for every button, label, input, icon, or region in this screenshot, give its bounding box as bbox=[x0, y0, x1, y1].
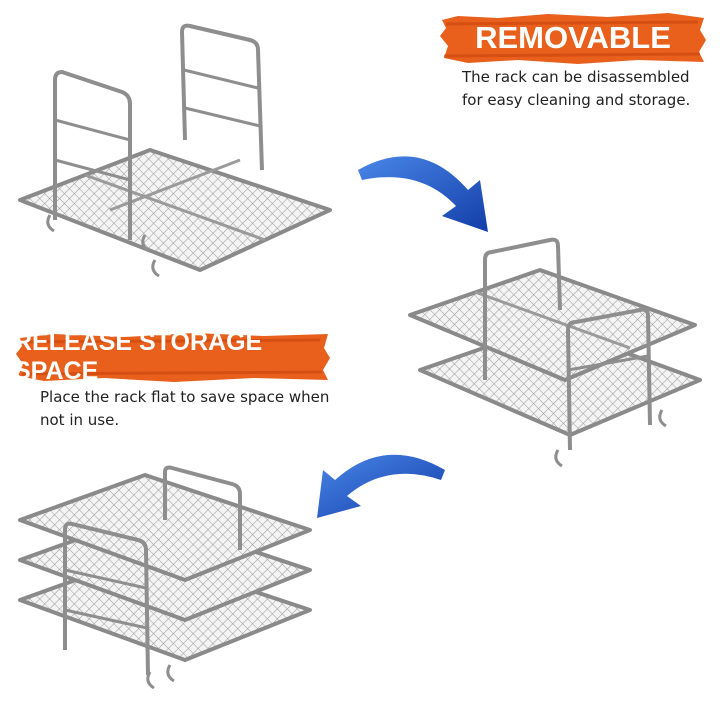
removable-caption: The rack can be disassembled for easy cl… bbox=[462, 68, 691, 109]
arrow-down-right-icon bbox=[358, 156, 488, 232]
removable-banner: REMOVABLE bbox=[438, 10, 708, 66]
banner-title: REMOVABLE bbox=[475, 20, 671, 55]
arrow-down-left-icon bbox=[317, 454, 445, 518]
storage-banner: RELEASE STORAGE SPACE bbox=[14, 328, 332, 385]
rack-three-tier-image bbox=[18, 465, 312, 690]
banner-title: RELEASE STORAGE SPACE bbox=[14, 328, 263, 385]
brush-stroke-icon bbox=[16, 333, 330, 382]
rack-single-tray-image bbox=[18, 23, 332, 278]
rack-two-tier-image bbox=[408, 237, 702, 468]
storage-caption: Place the rack flat to save space when n… bbox=[40, 388, 330, 429]
brush-stroke-icon bbox=[440, 13, 706, 64]
